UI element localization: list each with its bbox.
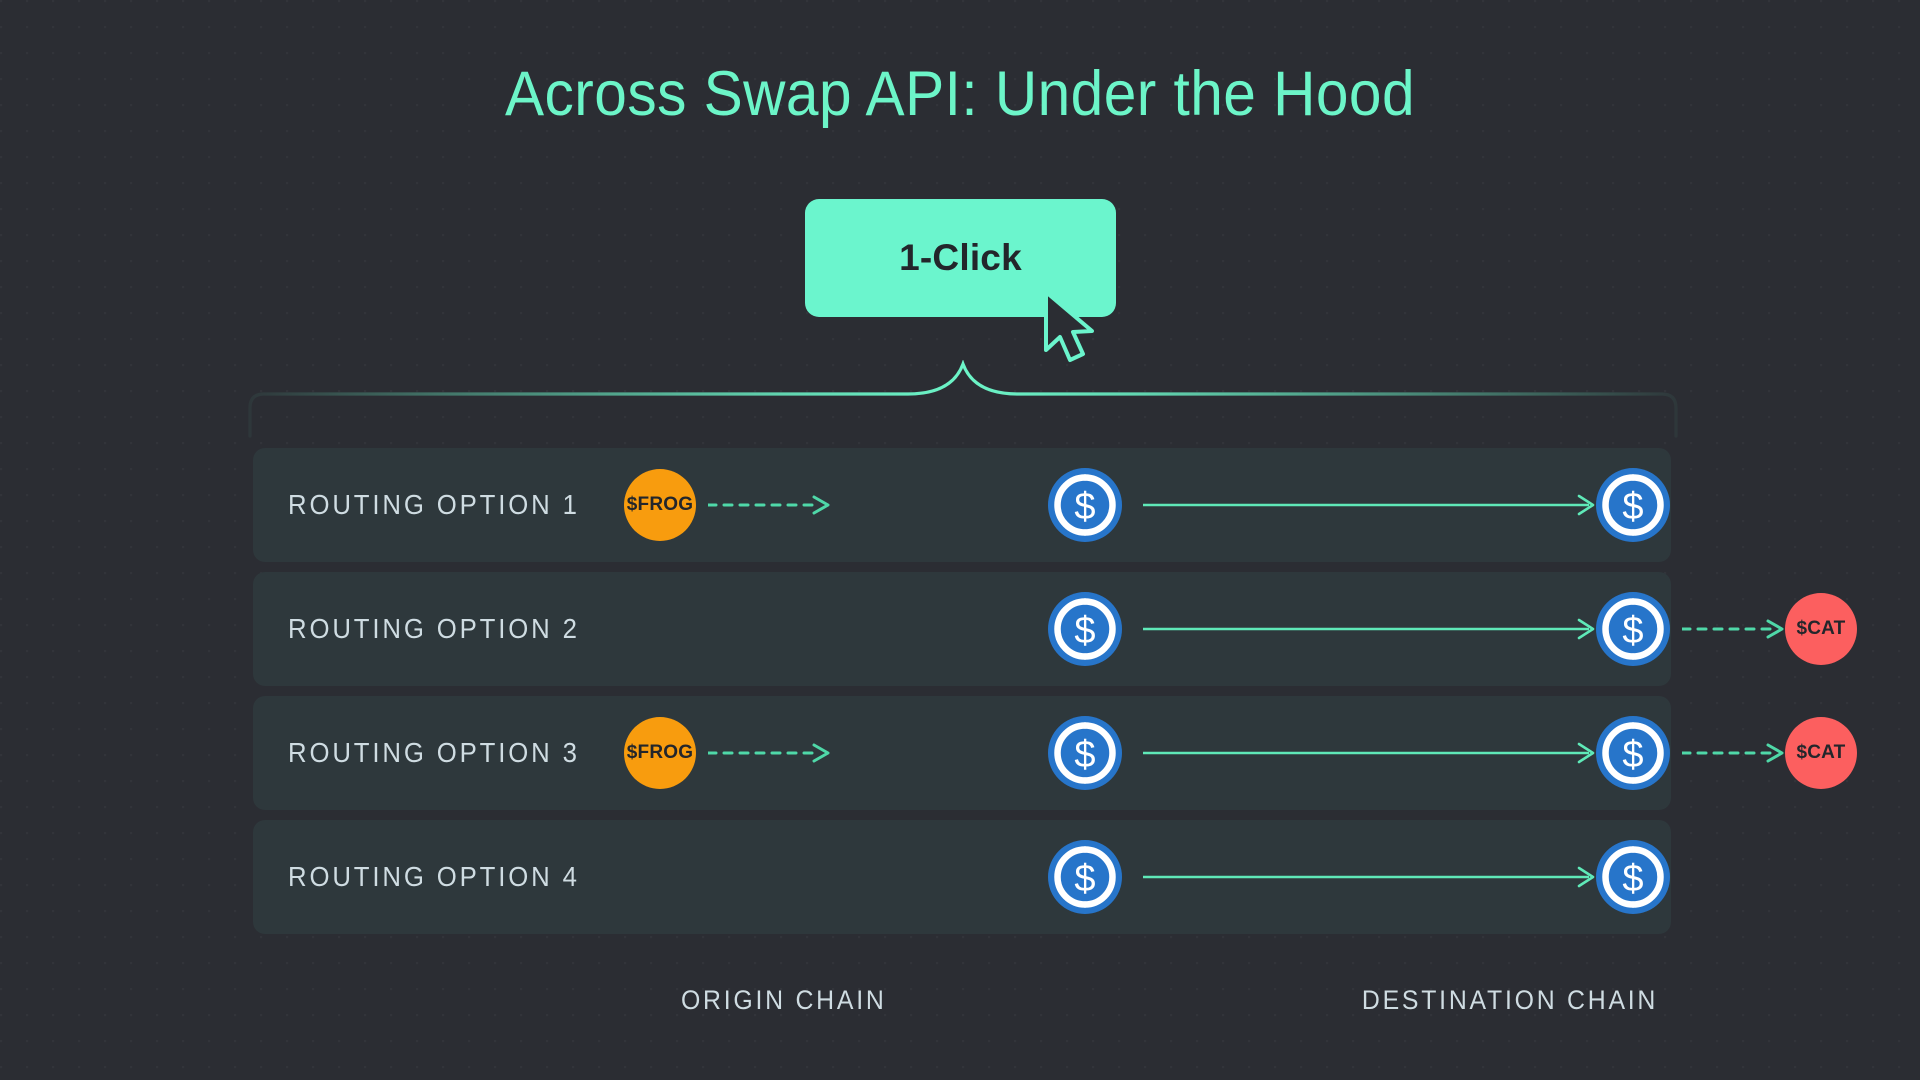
solid-bridge-arrow-icon [1143, 617, 1603, 641]
svg-text:$: $ [1074, 858, 1095, 900]
svg-text:$: $ [1074, 734, 1095, 776]
usdc-icon[interactable]: $ [1596, 716, 1670, 790]
dashed-swap-arrow-icon [1680, 741, 1790, 765]
token-badge-cat[interactable]: $CAT [1785, 593, 1857, 665]
token-badge-cat[interactable]: $CAT [1785, 717, 1857, 789]
routing-option-label: ROUTING OPTION 4 [288, 861, 580, 892]
usdc-icon[interactable]: $ [1596, 468, 1670, 542]
table-row[interactable]: ROUTING OPTION 1 $FROG $ [253, 448, 1671, 562]
table-row[interactable]: ROUTING OPTION 3 $FROG $ [253, 696, 1857, 810]
token-symbol: $CAT [1796, 618, 1846, 639]
one-click-button[interactable]: 1-Click [805, 199, 1116, 317]
solid-bridge-arrow-icon [1143, 865, 1603, 889]
routing-option-label: ROUTING OPTION 2 [288, 613, 580, 644]
svg-text:$: $ [1622, 486, 1643, 528]
origin-chain-label: ORIGIN CHAIN [680, 985, 887, 1015]
usdc-icon[interactable]: $ [1048, 840, 1122, 914]
usdc-icon[interactable]: $ [1048, 716, 1122, 790]
svg-text:$: $ [1622, 610, 1643, 652]
solid-bridge-arrow-icon [1143, 493, 1603, 517]
page-title: Across Swap API: Under the Hood [504, 59, 1416, 129]
dashed-swap-arrow-icon [706, 493, 836, 517]
routing-option-label: ROUTING OPTION 1 [288, 489, 580, 520]
token-symbol: $FROG [626, 494, 694, 515]
token-symbol: $FROG [626, 742, 694, 763]
token-badge-frog[interactable]: $FROG [624, 717, 696, 789]
token-symbol: $CAT [1796, 742, 1846, 763]
usdc-icon[interactable]: $ [1048, 468, 1122, 542]
table-row[interactable]: ROUTING OPTION 4 $ $ [253, 820, 1671, 934]
solid-bridge-arrow-icon [1143, 741, 1603, 765]
svg-text:$: $ [1074, 610, 1095, 652]
table-row[interactable]: ROUTING OPTION 2 $ $ [253, 572, 1857, 686]
curly-brace-icon [248, 359, 1678, 440]
dashed-swap-arrow-icon [1680, 617, 1790, 641]
dashed-swap-arrow-icon [706, 741, 836, 765]
svg-text:$: $ [1622, 858, 1643, 900]
routing-options-list: ROUTING OPTION 1 $FROG $ [253, 448, 1857, 944]
one-click-button-label: 1-Click [899, 237, 1022, 278]
usdc-icon[interactable]: $ [1596, 840, 1670, 914]
token-badge-frog[interactable]: $FROG [624, 469, 696, 541]
routing-option-label: ROUTING OPTION 3 [288, 737, 580, 768]
destination-chain-label: DESTINATION CHAIN [1361, 985, 1659, 1015]
usdc-icon[interactable]: $ [1048, 592, 1122, 666]
svg-text:$: $ [1074, 486, 1095, 528]
usdc-icon[interactable]: $ [1596, 592, 1670, 666]
svg-text:$: $ [1622, 734, 1643, 776]
